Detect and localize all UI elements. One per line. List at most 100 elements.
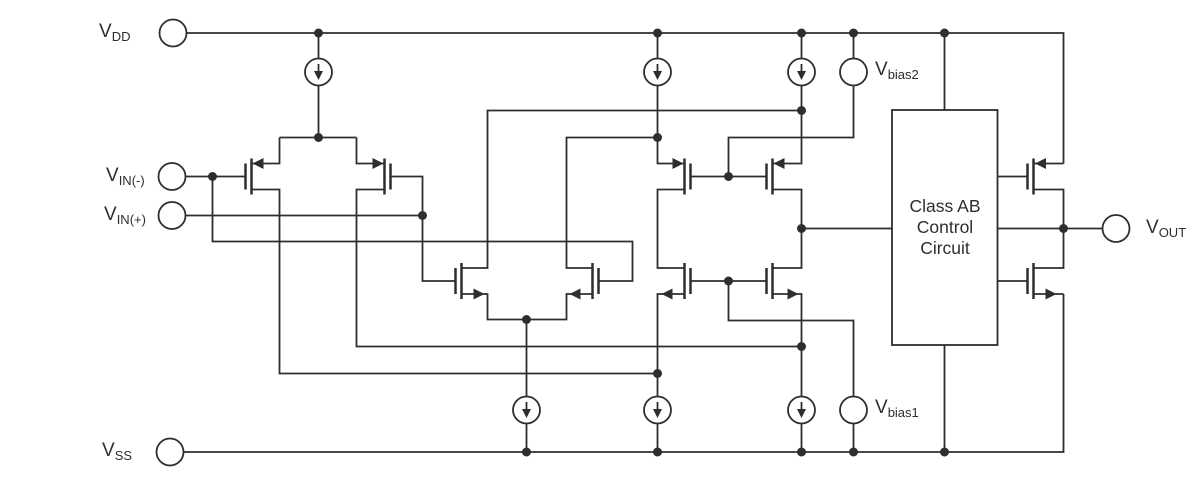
source-arrow-icon [672,158,684,169]
vbias2-source [727,33,868,177]
junction-dot [208,172,217,181]
current-source-bottom-2 [643,395,672,452]
terminals [155,18,1131,467]
vbias2-label-sub: bias2 [887,67,919,82]
source-arrow-icon [773,158,785,169]
source-arrow-icon [787,288,799,300]
class-ab-box-label-line3: Circuit [920,238,970,258]
vss-terminal [155,437,185,467]
current-source-top-3 [787,33,816,111]
vin-plus-terminal [157,201,187,230]
junction-dot [314,28,323,38]
input-routing [185,175,634,282]
source-wire [355,137,385,165]
vin-plus-route [421,215,456,282]
nmos-input-left [454,109,802,321]
vss-rail-wire [183,294,1065,453]
cascode-lower [656,263,803,397]
source-arrow-icon [252,158,264,169]
drain-wire [461,109,802,269]
vout-label-main: V [1146,217,1159,238]
vdd-label-main: V [99,21,112,42]
wire [727,281,855,452]
vdd-label: VDD [99,21,130,43]
vin-minus-label-sub: IN(-) [118,173,145,188]
source-wire [656,293,685,397]
vdd-rail-wire [186,32,1065,164]
arrow-head-icon [522,409,531,418]
class-ab-box-label-line2: Control [916,217,974,237]
current-source-top-1 [304,33,333,138]
junction-dot [653,447,662,457]
input-pair-p [244,136,802,375]
drain-wire [656,188,685,269]
vbias1-label-sub: bias1 [887,405,919,420]
input-pair-n [454,109,802,321]
pmos-cascode-right [728,110,803,269]
vbias1-circle [839,395,868,425]
vss-label: VSS [102,440,132,462]
current-source-bottom-3 [787,395,816,452]
class-ab-control-box [801,33,1103,452]
drain-wire [565,136,658,269]
arrow-head-icon [797,71,806,80]
drain-wire [1033,188,1065,229]
junction-dot [849,28,858,38]
vdd-label-sub: DD [111,29,131,44]
vout-label: VOUT [1146,217,1186,239]
gate-wire [390,175,424,216]
source-arrow-icon [372,158,384,169]
source-arrow-icon [1045,288,1057,300]
junction-dot [1059,224,1068,233]
vbias2-label-main: V [875,59,888,80]
junction-dot [653,28,662,38]
source-wire [251,137,281,165]
pmos-cascode-left [656,137,729,269]
arrow-head-icon [653,409,662,418]
vin-minus-terminal [157,162,187,191]
class-ab-box-label-line1: Class AB [909,196,981,216]
junction-dot [314,133,323,142]
source-wire [461,293,527,321]
current-source-bottom-1 [512,319,541,452]
vbias1-label-main: V [875,397,888,418]
junction-dot [797,28,806,38]
vin-minus-label: VIN(-) [106,165,145,187]
vss-label-main: V [102,440,115,461]
junction-dot [797,224,806,233]
pmos-input-right [355,137,802,348]
arrow-head-icon [314,71,323,80]
vdd-terminal [158,18,188,48]
vdd-rail [186,32,1065,164]
junction-dot [724,276,733,286]
vbias2-label: Vbias2 [875,59,919,81]
source-arrow-icon [473,288,485,300]
vin-plus-label-main: V [104,204,117,225]
output-stage [1026,158,1065,300]
vout-label-sub: OUT [1158,225,1187,240]
source-arrow-icon [661,288,673,300]
nmos-output [1026,228,1065,300]
current-source-top-2 [643,33,672,138]
source-wire [656,137,685,165]
vss-label-sub: SS [114,448,133,463]
junction-dot [797,447,806,457]
nmos-cascode-left [656,263,729,397]
junction-dot [522,315,531,324]
vbias1-source [727,281,868,452]
source-wire [772,293,803,397]
vin-minus-route [211,176,634,282]
arrow-head-icon [653,71,662,80]
arrow-head-icon [797,409,806,418]
pmos-input-left [244,137,658,375]
junction-dot [418,211,427,220]
junction-dot [653,133,662,142]
nmos-cascode-right [728,263,803,397]
vbias1-label: Vbias1 [875,397,919,419]
drain-wire [355,188,802,348]
source-arrow-icon [569,288,581,300]
nmos-input-right [526,136,658,321]
junction-dot [940,28,949,38]
